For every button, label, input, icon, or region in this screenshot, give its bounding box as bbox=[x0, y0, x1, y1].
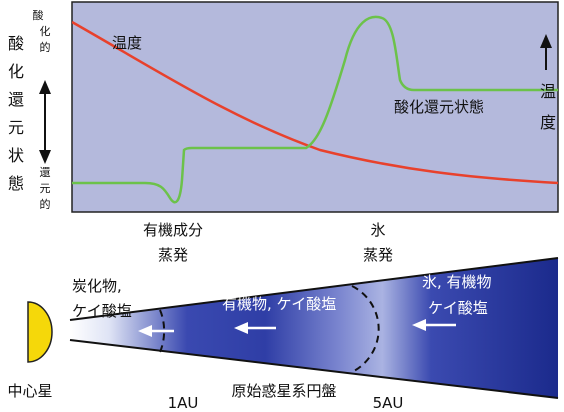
left-axis-oxidizing-label: 酸 化 的 bbox=[33, 8, 51, 54]
svg-text:的: 的 bbox=[40, 197, 51, 211]
svg-text:有機成分: 有機成分 bbox=[143, 221, 203, 239]
inward-arrow-middle bbox=[234, 322, 276, 334]
inner-region-label: 炭化物, ケイ酸塩 bbox=[72, 277, 132, 320]
svg-text:蒸発: 蒸発 bbox=[158, 246, 188, 264]
organic-evaporation-boundary bbox=[159, 309, 166, 353]
organic-evaporation-label: 有機成分 蒸発 bbox=[143, 221, 203, 264]
svg-text:化: 化 bbox=[40, 24, 51, 38]
svg-text:蒸発: 蒸発 bbox=[363, 246, 393, 264]
left-axis-title: 酸 化 還 元 状 態 bbox=[8, 34, 24, 193]
distance-5au-label: 5AU bbox=[373, 394, 404, 412]
svg-text:酸: 酸 bbox=[8, 34, 24, 53]
middle-region-label: 有機物, ケイ酸塩 bbox=[222, 295, 336, 313]
svg-text:酸: 酸 bbox=[33, 8, 44, 22]
outer-region-label: 氷, 有機物 ケイ酸塩 bbox=[422, 273, 492, 317]
ice-line-boundary bbox=[351, 285, 380, 373]
svg-text:元: 元 bbox=[40, 182, 51, 195]
redox-state-curve bbox=[72, 15, 558, 204]
svg-text:ケイ酸塩: ケイ酸塩 bbox=[428, 299, 488, 317]
svg-text:還: 還 bbox=[8, 90, 24, 109]
right-axis-title: 温 度 bbox=[540, 82, 556, 132]
svg-text:化: 化 bbox=[8, 62, 24, 81]
distance-1au-label: 1AU bbox=[168, 394, 199, 412]
left-axis-double-arrow bbox=[39, 80, 51, 164]
plot-panel bbox=[71, 1, 559, 213]
svg-text:炭化物,: 炭化物, bbox=[72, 277, 122, 295]
svg-text:元: 元 bbox=[8, 118, 24, 137]
svg-text:氷: 氷 bbox=[370, 221, 385, 239]
left-axis-reducing-label: 還 元 的 bbox=[40, 166, 51, 211]
central-star-label: 中心星 bbox=[7, 382, 52, 400]
inward-arrow-inner bbox=[138, 325, 174, 337]
svg-text:ケイ酸塩: ケイ酸塩 bbox=[72, 302, 132, 320]
temperature-curve-label: 温度 bbox=[112, 34, 142, 52]
svg-text:度: 度 bbox=[540, 113, 556, 132]
svg-text:温: 温 bbox=[540, 82, 556, 101]
ice-evaporation-label: 氷 蒸発 bbox=[363, 221, 393, 264]
svg-text:還: 還 bbox=[40, 166, 51, 179]
right-axis-up-arrow bbox=[540, 34, 552, 70]
svg-text:状: 状 bbox=[8, 146, 24, 165]
protoplanetary-disk bbox=[70, 258, 558, 398]
central-star bbox=[27, 301, 53, 363]
redox-curve-label: 酸化還元状態 bbox=[394, 98, 484, 116]
svg-text:態: 態 bbox=[8, 174, 24, 193]
disk-caption: 原始惑星系円盤 bbox=[231, 382, 336, 400]
svg-text:氷, 有機物: 氷, 有機物 bbox=[422, 273, 492, 291]
inward-arrow-outer bbox=[412, 319, 456, 331]
temperature-curve bbox=[72, 20, 558, 185]
svg-text:的: 的 bbox=[40, 40, 51, 54]
